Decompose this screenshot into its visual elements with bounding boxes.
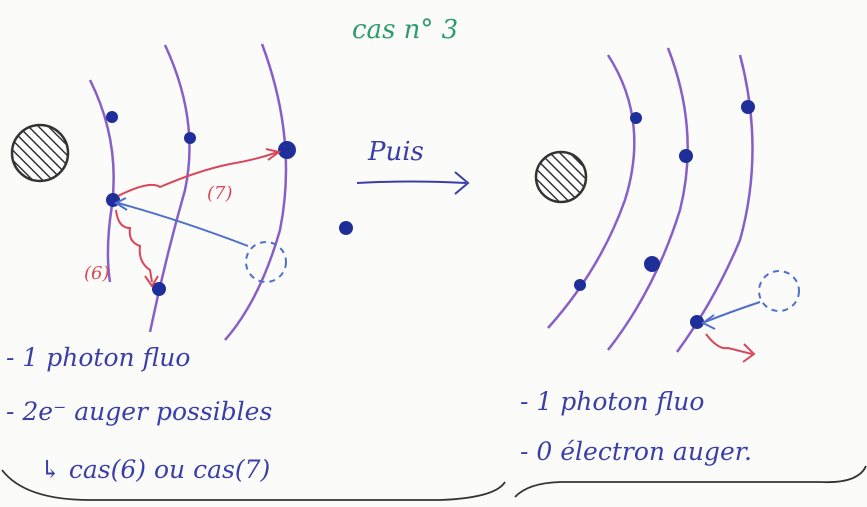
right-notes: - 1 photon fluo - 0 électron auger. [520, 387, 752, 466]
shell-inner [547, 54, 636, 329]
left-brace [1, 469, 506, 501]
arrowhead [265, 148, 282, 161]
diagram-title: cas n° 3 [352, 15, 458, 45]
electron [741, 100, 755, 114]
arrow-shaft [356, 180, 467, 184]
electron [184, 132, 196, 144]
note-line: ↳ cas(6) ou cas(7) [40, 455, 270, 484]
electron [152, 282, 166, 296]
note-line: - 1 photon fluo [6, 343, 190, 372]
electron [679, 149, 693, 163]
shell-middle [607, 47, 689, 351]
puis-arrow: Puis [356, 137, 470, 195]
shell-outer [224, 43, 288, 341]
nucleus-icon [10, 123, 70, 183]
vacancy [758, 270, 800, 312]
left-atom: (7) (6) [10, 43, 296, 341]
electron [630, 112, 642, 124]
shell-inner [88, 79, 115, 283]
transition-arrow-blue [704, 301, 761, 323]
electron [644, 256, 660, 272]
photon-arrow-red [705, 333, 753, 355]
transition-label-7: (7) [207, 183, 233, 204]
note-line: - 1 photon fluo [520, 387, 704, 416]
transition-arrow-blue [117, 202, 249, 247]
arrowhead [454, 171, 470, 195]
auger-arrow-7 [117, 151, 279, 197]
arrowhead [144, 275, 159, 288]
arrowhead [701, 314, 716, 330]
note-line: - 0 électron auger. [520, 437, 752, 466]
arrowhead [742, 343, 756, 363]
electron [106, 111, 118, 123]
arrowhead [113, 197, 128, 211]
transition-label-6: (6) [84, 263, 110, 284]
electron [690, 315, 704, 329]
electron [574, 279, 586, 291]
right-atom [534, 47, 800, 363]
electron-free [339, 221, 353, 235]
auger-arrow-6 [115, 209, 153, 283]
vacancy [245, 241, 287, 283]
right-brace [514, 465, 867, 498]
arrow-label: Puis [367, 137, 424, 167]
nucleus-icon [534, 150, 588, 204]
electron [278, 141, 296, 159]
left-notes: - 1 photon fluo - 2e⁻ auger possibles ↳ … [6, 343, 272, 484]
note-line: - 2e⁻ auger possibles [6, 397, 272, 426]
